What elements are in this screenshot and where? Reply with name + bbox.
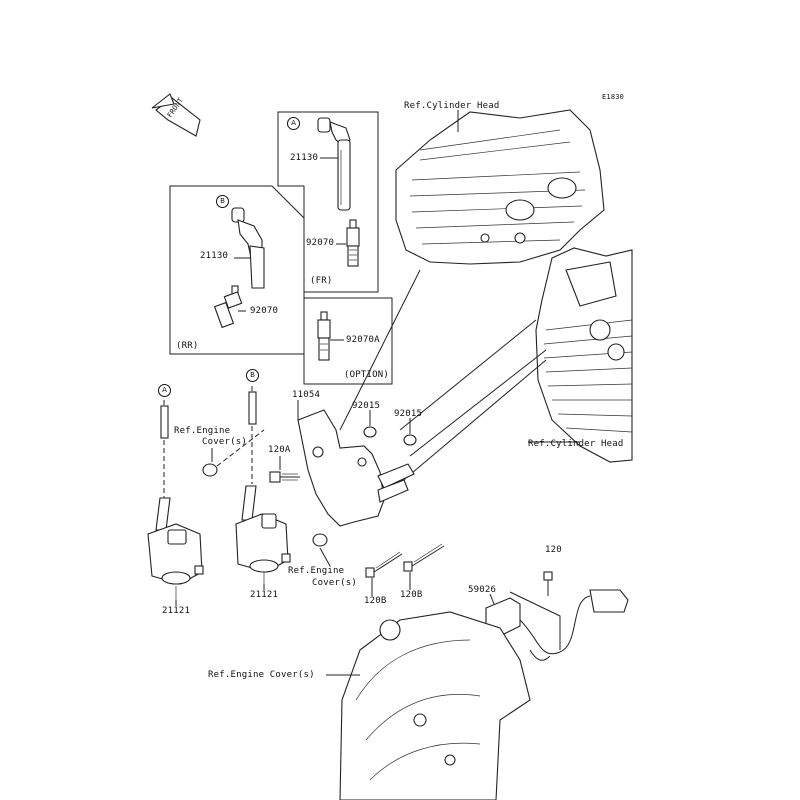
spark-plug-fr	[346, 219, 360, 267]
part-11054: 11054	[292, 390, 321, 400]
ref-cylinder-head-right-label: Ref.Cylinder Head	[528, 439, 624, 449]
part-92070-fr: 92070	[306, 238, 335, 248]
ignition-coil-mid	[235, 513, 291, 586]
ref-engine-cover-left-line2: Cover(s)	[202, 437, 247, 447]
ref-engine-cover-left-line1: Ref.Engine	[174, 426, 231, 436]
diagram-code: E1830	[602, 93, 625, 101]
engine-cover	[339, 611, 531, 800]
cylinder-head-front	[395, 109, 605, 265]
wire-a	[155, 400, 171, 531]
part-92070-rr: 92070	[250, 306, 279, 316]
guide-line-4	[379, 359, 547, 501]
part-92015-a: 92015	[352, 401, 381, 411]
part-21121-left: 21121	[162, 606, 191, 616]
washer-92015-a	[363, 426, 377, 438]
callout-a-wire: A	[158, 384, 171, 397]
part-21121-mid: 21121	[250, 590, 279, 600]
tag-option: (OPTION)	[344, 370, 389, 380]
spark-plug-rr	[213, 285, 243, 329]
ref-engine-cover-mid-line2: Cover(s)	[312, 578, 357, 588]
box-option-outline	[303, 297, 393, 385]
box-fr-outline	[277, 111, 379, 293]
ref-cylinder-head-top-label: Ref.Cylinder Head	[404, 101, 500, 111]
washer-92015-b	[403, 434, 417, 446]
box-rr-outline	[169, 185, 305, 355]
guide-line-1	[339, 269, 421, 431]
cylinder-head-rear	[535, 247, 633, 463]
callout-b-rr: B	[216, 195, 229, 208]
part-92070A: 92070A	[346, 335, 380, 345]
part-59026: 59026	[468, 585, 497, 595]
plug-cap-rr	[231, 207, 265, 289]
wire-b	[241, 386, 257, 521]
spark-plug-option	[317, 311, 331, 361]
part-120B-a: 120B	[364, 596, 387, 606]
ignition-coil-left	[147, 523, 204, 604]
guide-line-3	[409, 349, 547, 457]
leader-59026	[489, 593, 495, 605]
ref-engine-cover-bottom-label: Ref.Engine Cover(s)	[208, 670, 315, 680]
grommet-left	[202, 463, 218, 477]
part-92015-b: 92015	[394, 409, 423, 419]
bracket-11054	[297, 409, 415, 527]
plug-cap-fr	[317, 117, 351, 211]
bolt-120	[543, 571, 553, 596]
grommet-mid	[312, 533, 328, 547]
dash-grommet-left	[216, 429, 265, 467]
guide-line-2	[399, 319, 537, 431]
part-120B-b: 120B	[400, 590, 423, 600]
callout-a-fr: A	[287, 117, 300, 130]
tag-rr: (RR)	[176, 341, 199, 351]
part-120A: 120A	[268, 445, 291, 455]
bolt-120B-a	[365, 551, 403, 578]
callout-b-wire: B	[246, 369, 259, 382]
front-arrow-icon	[151, 93, 201, 137]
leader-ref-engine-mid	[319, 547, 331, 567]
part-21130-rr: 21130	[200, 251, 229, 261]
part-120: 120	[545, 545, 562, 555]
sensor-leader	[509, 591, 561, 650]
ref-engine-cover-mid-line1: Ref.Engine	[288, 566, 345, 576]
part-21130-fr: 21130	[290, 153, 319, 163]
tag-fr: (FR)	[310, 276, 333, 286]
bolt-120A	[269, 471, 300, 483]
bolt-120B-b	[403, 543, 445, 572]
